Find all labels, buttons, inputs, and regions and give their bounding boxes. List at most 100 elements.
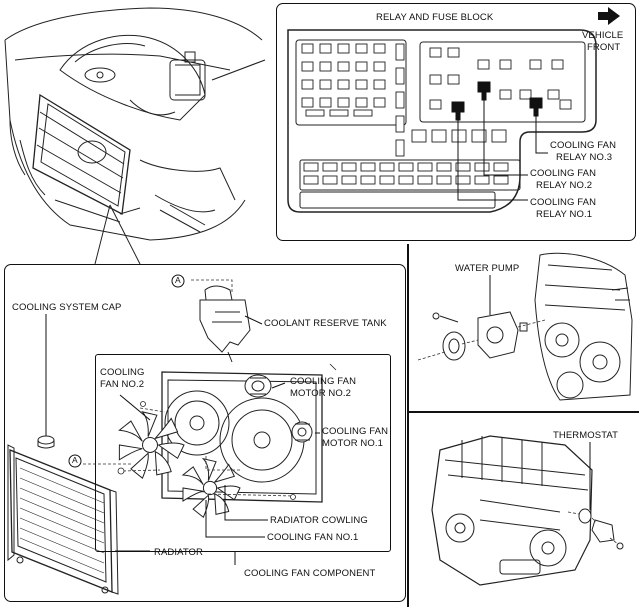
fan-blade <box>141 411 158 437</box>
relay1-label-line1: COOLING FAN <box>530 197 597 208</box>
fuse-cell <box>337 43 350 54</box>
fuse-cell <box>379 175 395 185</box>
relay-cell <box>499 59 512 70</box>
relay-cell <box>429 99 442 110</box>
fan-blade <box>213 463 236 484</box>
fan-blades-illustration <box>118 411 241 519</box>
fuse-cell <box>379 162 395 172</box>
relay-fuse-cells <box>301 43 572 185</box>
water-pump-engine-illustration <box>534 252 633 401</box>
relay-cell <box>547 89 560 100</box>
fuse-bar <box>395 67 405 85</box>
small-fasteners <box>117 363 337 500</box>
fan-blade <box>130 452 149 479</box>
fuse-cell <box>360 162 376 172</box>
relay-cell <box>411 129 427 143</box>
water-pump-dashed <box>417 319 546 361</box>
relay-cell <box>429 74 442 85</box>
arrow-icon <box>598 7 620 25</box>
fan-blade <box>153 417 179 440</box>
fuse-cell <box>355 79 368 90</box>
fuse-cell <box>301 43 314 54</box>
relay-leader-lines <box>457 100 548 201</box>
cooling-fan-2-label-line1: COOLING <box>100 367 145 378</box>
relay-cell <box>519 89 532 100</box>
fan-hub <box>202 480 218 496</box>
right-panel-divider-vertical <box>407 244 409 607</box>
relay-cell <box>559 99 572 110</box>
right-panel-divider-horizontal <box>407 411 639 413</box>
fuse-cell <box>301 97 314 108</box>
thermostat-part <box>578 508 624 550</box>
fuse-cell <box>355 61 368 72</box>
fuse-cell <box>341 162 357 172</box>
fuse-cell <box>436 162 452 172</box>
fuse-cell <box>493 175 509 185</box>
fuse-cell <box>319 97 332 108</box>
fuse-cell <box>493 162 509 172</box>
relay-cell <box>491 129 507 143</box>
detail-leader <box>94 204 141 265</box>
marker-a-top: A <box>175 275 181 285</box>
relay-cell <box>429 47 442 58</box>
relay-cell <box>499 89 512 100</box>
fuse-cell <box>341 175 357 185</box>
radiator-cowling-label: RADIATOR COWLING <box>270 515 368 526</box>
relay3-label-line1: COOLING FAN <box>550 140 617 151</box>
fuse-cell <box>373 79 386 90</box>
relay-cell <box>451 129 467 143</box>
cooling-fan-component-frame <box>4 264 406 602</box>
relay-cell <box>447 74 460 85</box>
fuse-cell <box>322 162 338 172</box>
radiator-label: RADIATOR <box>154 547 204 558</box>
fuse-cell <box>303 162 319 172</box>
direction-label-line1: VEHICLE <box>582 30 624 41</box>
fuse-cell <box>319 79 332 90</box>
fan-blade <box>216 485 241 501</box>
fan-blade <box>182 487 204 502</box>
fuse-cell <box>355 43 368 54</box>
fuse-bar <box>395 43 405 61</box>
fuse-cell <box>337 61 350 72</box>
relay2-label-line1: COOLING FAN <box>530 168 597 179</box>
relay-cell <box>431 129 447 143</box>
fan-motor-1-label-line2: MOTOR NO.1 <box>322 438 383 449</box>
fuse-cell <box>398 162 414 172</box>
relay-cell <box>471 129 487 143</box>
relay-fuse-block-frame <box>276 3 636 241</box>
fan-component-inner-frame <box>95 354 391 552</box>
fuse-slot <box>353 109 373 117</box>
cooling-fan-1-label: COOLING FAN NO.1 <box>267 532 359 543</box>
fuse-cell <box>373 43 386 54</box>
coolant-reserve-tank-illustration <box>199 285 251 363</box>
relay-cell <box>529 59 542 70</box>
fuse-cell <box>337 97 350 108</box>
fuse-bar <box>395 115 405 133</box>
fuse-bar <box>395 139 405 157</box>
relay-cell <box>551 59 564 70</box>
relay2-label-line2: RELAY NO.2 <box>536 180 593 191</box>
fan-blade <box>157 442 185 460</box>
fuse-cell <box>474 175 490 185</box>
fuse-cell <box>436 175 452 185</box>
cooling-fan-2-label-line2: FAN NO.2 <box>100 379 145 390</box>
cooling-fan-relays <box>451 81 543 121</box>
fuse-cell <box>398 175 414 185</box>
fuse-slot <box>305 109 325 117</box>
cooling-system-cap-label: COOLING SYSTEM CAP <box>12 302 122 313</box>
fan-hub <box>142 437 158 453</box>
thermostat-dashed <box>567 511 619 545</box>
fuse-cell <box>319 61 332 72</box>
water-pump-label: WATER PUMP <box>455 263 520 274</box>
coolant-reserve-tank-label: COOLANT RESERVE TANK <box>264 318 387 329</box>
fan-blade <box>118 444 143 461</box>
relay-block-title: RELAY AND FUSE BLOCK <box>376 12 494 23</box>
fuse-cell <box>373 97 386 108</box>
fuse-cell <box>303 175 319 185</box>
relay3-label-line2: RELAY NO.3 <box>556 152 613 163</box>
cooling-fan-component-label: COOLING FAN COMPONENT <box>244 568 376 579</box>
fan-blade <box>181 466 204 486</box>
fuse-cell <box>417 162 433 172</box>
relay-cell <box>447 47 460 58</box>
fuse-cell <box>301 61 314 72</box>
